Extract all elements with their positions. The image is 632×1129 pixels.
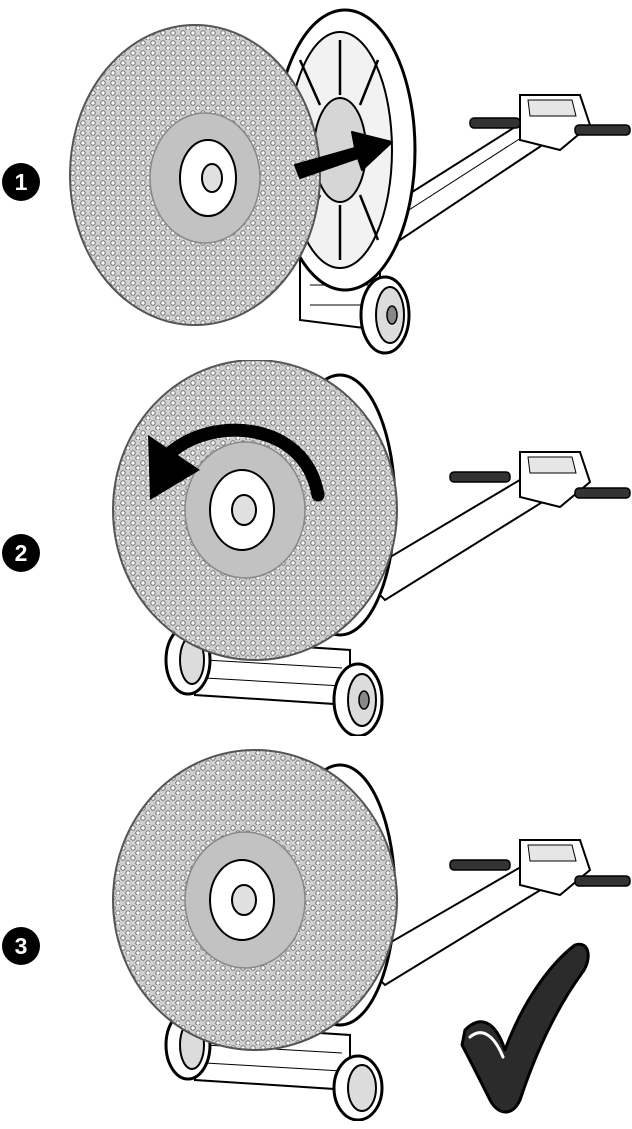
step-number-badge: 3 [2, 927, 40, 965]
step-2-panel: 2 [0, 360, 632, 736]
checkmark-icon [460, 942, 590, 1114]
machine-illustration [112, 360, 631, 736]
machine-illustration [112, 749, 631, 1121]
step-1-panel: 1 [0, 0, 632, 376]
machine-illustration [69, 8, 632, 355]
push-arrow-icon [294, 131, 393, 179]
step-number-badge: 2 [2, 534, 40, 572]
rotate-arrow-icon [148, 423, 325, 502]
step-number-badge: 1 [2, 163, 40, 201]
step-3-panel: 3 [0, 745, 632, 1121]
